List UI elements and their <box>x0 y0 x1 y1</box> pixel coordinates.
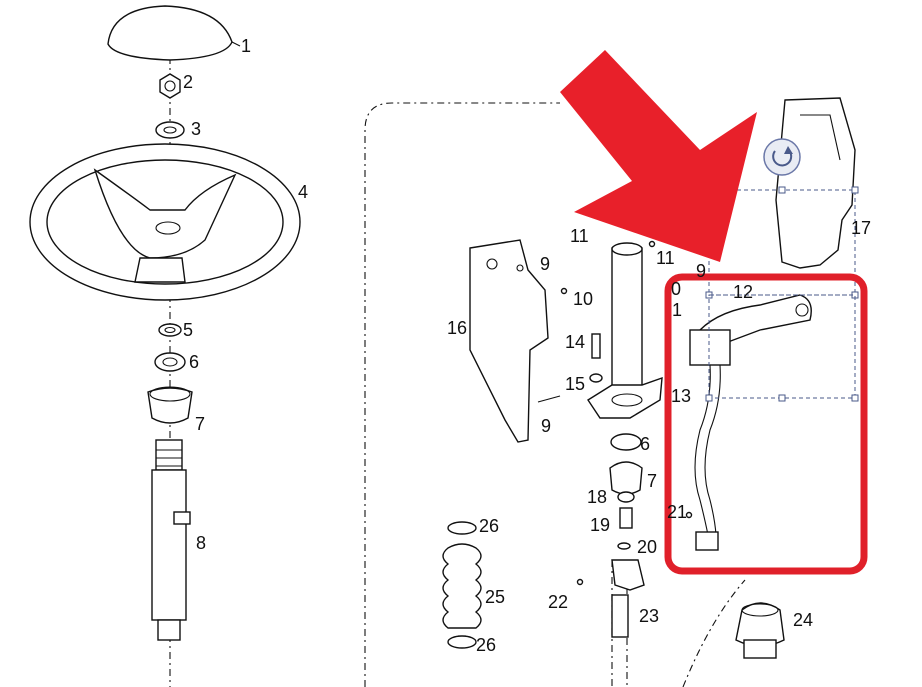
bellows-part <box>442 521 482 649</box>
assembly-boundary-lower <box>682 579 746 687</box>
callout-26a: 26 <box>479 516 499 536</box>
rotate-icon[interactable] <box>763 138 801 176</box>
callout-7a: 7 <box>195 414 205 434</box>
highlight-box <box>664 273 868 575</box>
callout-6b: 6 <box>640 434 650 454</box>
callout-6a: 6 <box>189 352 199 372</box>
right-cover-part <box>775 97 856 269</box>
callout-9c: 9 <box>541 416 551 436</box>
callout-1: 1 <box>241 36 251 56</box>
steering-wheel-part <box>29 143 301 301</box>
horn-cap-part <box>107 5 241 61</box>
callout-3: 3 <box>191 119 201 139</box>
screw-part <box>537 240 656 403</box>
column-tube-part <box>587 242 663 419</box>
selection-frame-lower[interactable] <box>705 294 859 402</box>
callout-22: 22 <box>548 592 568 612</box>
callout-10b: 0 <box>671 279 681 299</box>
washer-part <box>155 121 185 139</box>
callout-13: 13 <box>671 386 691 406</box>
callout-11a: 11 <box>570 226 589 246</box>
callout-9b: 9 <box>696 261 706 281</box>
ring-part <box>158 323 182 337</box>
callout-23: 23 <box>639 606 659 626</box>
callout-17: 17 <box>851 218 871 238</box>
callout-26b: 26 <box>476 635 496 655</box>
callout-11b: 11 <box>656 248 675 268</box>
callout-15: 15 <box>565 374 585 394</box>
nut-part <box>159 73 181 99</box>
lever-part <box>689 294 812 366</box>
washer-small-part <box>589 373 603 383</box>
red-arrow <box>560 50 757 262</box>
harness-part <box>685 364 721 551</box>
universal-joint-part <box>576 559 645 638</box>
bolt-part <box>591 333 601 359</box>
callout-18: 18 <box>587 487 607 507</box>
callout-7b: 7 <box>647 471 657 491</box>
callout-19: 19 <box>590 515 610 535</box>
steering-shaft-part <box>151 439 191 641</box>
callout-9a: 9 <box>540 254 550 274</box>
assembly-boundary <box>364 102 560 687</box>
lower-bearing-part <box>609 433 643 550</box>
callout-16: 16 <box>447 318 467 338</box>
bearing-part <box>154 352 186 372</box>
callout-10a: 10 <box>573 289 593 309</box>
bushing-part <box>147 386 193 424</box>
callout-11c: 1 <box>672 300 682 320</box>
boot-cap-part <box>735 602 785 659</box>
callout-5: 5 <box>183 320 193 340</box>
callout-25: 25 <box>485 587 505 607</box>
callout-8: 8 <box>196 533 206 553</box>
callout-12: 12 <box>733 282 753 302</box>
callout-14: 14 <box>565 332 585 352</box>
callout-2: 2 <box>183 72 193 92</box>
callout-21: 21 <box>667 502 687 522</box>
callout-20: 20 <box>637 537 657 557</box>
callout-24: 24 <box>793 610 813 630</box>
left-cover-part <box>469 239 549 443</box>
callout-4: 4 <box>298 182 308 202</box>
